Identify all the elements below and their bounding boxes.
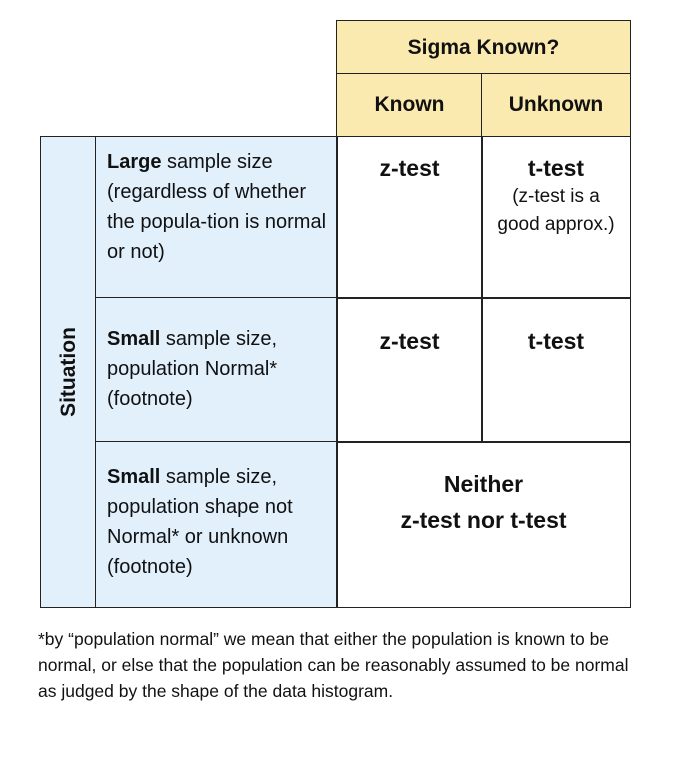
footnote: *by “population normal” we mean that eit… (38, 629, 629, 701)
row-bold-term: Small (107, 328, 161, 350)
unknown-column-header: Unknown (481, 73, 631, 137)
test-result: t-test (527, 155, 585, 181)
cell-neither: Neither z-test nor t-test (336, 441, 631, 608)
row-description: sample size, population Normal* (footnot… (107, 328, 278, 410)
known-column-header: Known (336, 73, 483, 137)
cell-small-normal-unknown: t-test (481, 297, 631, 443)
row-bold-term: Large (107, 151, 162, 173)
neither-line-2: z-test nor t-test (400, 507, 567, 533)
sigma-known-label: Sigma Known? (407, 35, 560, 59)
row-bold-term: Small (107, 466, 161, 488)
unknown-label: Unknown (508, 93, 604, 116)
known-label: Known (374, 93, 445, 116)
test-result: z-test (379, 328, 440, 354)
situation-label: Situation (56, 327, 80, 417)
situation-side-label: Situation (40, 136, 97, 608)
neither-line-1: Neither (443, 471, 524, 497)
situation-row-small-not-normal: Small sample size, population shape not … (95, 441, 338, 608)
test-result: t-test (527, 328, 585, 354)
cell-small-normal-known: z-test (336, 297, 483, 443)
cell-large-unknown: t-test (z-test is a good approx.) (481, 136, 631, 299)
situation-row-large: Large sample size (regardless of whether… (95, 136, 338, 299)
test-result: z-test (379, 155, 440, 181)
situation-row-small-normal: Small sample size, population Normal* (f… (95, 297, 338, 443)
cell-large-known: z-test (336, 136, 483, 299)
sigma-known-header: Sigma Known? (336, 20, 631, 75)
approximation-note: (z-test is a good approx.) (497, 186, 615, 235)
row-description: sample size, population shape not Normal… (107, 466, 293, 578)
row-description: sample size (regardless of whether the p… (107, 151, 327, 263)
